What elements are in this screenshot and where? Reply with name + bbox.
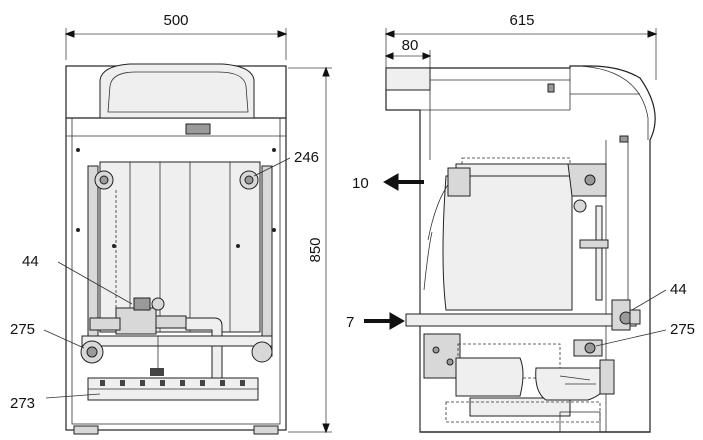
front-width-label: 500 (163, 12, 188, 29)
height-label: 850 (307, 237, 324, 262)
side-gas-inlet-bar (405, 313, 637, 327)
side-offset-label: 80 (402, 37, 419, 54)
front-top-badge (185, 123, 211, 135)
arrow-10 (382, 173, 424, 191)
callout-7-side: 7 (346, 314, 354, 331)
callout-275-front: 275 (10, 321, 35, 338)
side-casing (385, 65, 656, 433)
front-top-hood (99, 63, 255, 119)
front-width-dimension: 500 (64, 12, 288, 60)
callout-44-front: 44 (22, 253, 39, 270)
side-fitting-275 (535, 339, 615, 401)
callout-273-front: 273 (10, 395, 35, 412)
side-view: 615 80 (346, 12, 695, 433)
callout-275-side: 275 (670, 321, 695, 338)
callout-246-front: 246 (294, 149, 319, 166)
side-heat-exchanger (442, 175, 573, 311)
side-gas-valve (611, 299, 641, 331)
callout-10-side: 10 (352, 175, 369, 192)
arrow-7 (364, 312, 406, 330)
callout-44-side: 44 (670, 281, 687, 298)
side-depth-label: 615 (509, 12, 534, 29)
front-heat-exchanger (99, 161, 261, 333)
height-dimension: 850 (288, 66, 332, 434)
front-burner-bar (81, 335, 273, 347)
front-view: 500 850 (10, 12, 332, 435)
side-depth-dimension: 615 (384, 12, 658, 80)
